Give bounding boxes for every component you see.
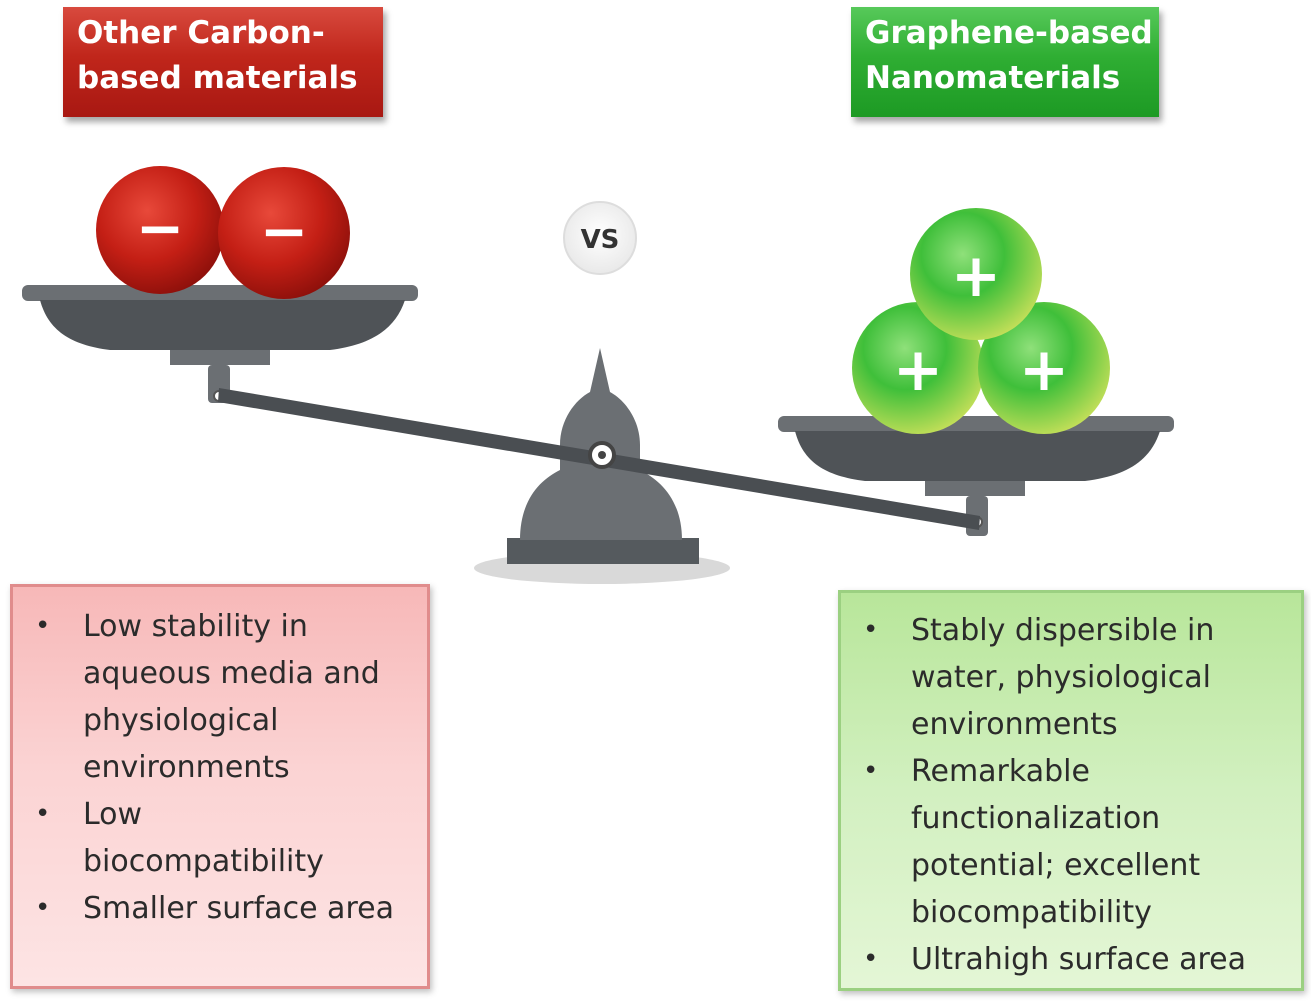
title-line: Nanomaterials <box>865 60 1121 96</box>
item-line: potential; excellent <box>911 848 1201 883</box>
positive-charge-ball: + <box>978 302 1110 434</box>
left-pan-bowl <box>40 300 405 350</box>
item-line: functionalization <box>911 801 1161 836</box>
item-line: environments <box>911 707 1118 742</box>
item-line: environments <box>83 750 290 785</box>
item-line: Smaller surface area <box>83 891 394 926</box>
left-pan-rim <box>22 285 418 301</box>
graphene-properties: • Stably dispersible in water, physiolog… <box>838 590 1304 991</box>
title-line: based materials <box>77 60 358 96</box>
item-line: Ultrahigh surface area <box>911 942 1247 977</box>
item-line: Low <box>83 797 143 832</box>
right-pan-bowl <box>795 431 1160 481</box>
bullet-icon: • <box>35 611 51 641</box>
svg-text:+: + <box>951 241 1001 311</box>
title-line: Other Carbon- <box>77 15 325 51</box>
item-line: water, physiological <box>911 660 1211 695</box>
negative-charge-ball: − <box>218 167 350 299</box>
item-line: biocompatibility <box>83 844 324 879</box>
item-line: physiological <box>83 703 279 738</box>
bullet-icon: • <box>35 893 51 923</box>
properties-list: • Stably dispersible in water, physiolog… <box>859 607 1293 983</box>
other-carbon-properties: • Low stability in aqueous media and phy… <box>10 584 430 989</box>
list-item: • Low biocompatibility <box>31 791 419 885</box>
item-line: Stably dispersible in <box>911 613 1215 648</box>
svg-text:+: + <box>893 335 943 405</box>
item-line: biocompatibility <box>911 895 1152 930</box>
scale-pivot-center <box>598 451 606 459</box>
item-line: aqueous media and <box>83 656 380 691</box>
item-line: Low stability in <box>83 609 308 644</box>
negative-charge-ball: − <box>96 166 224 294</box>
svg-text:+: + <box>1019 335 1069 405</box>
list-item: • Low stability in aqueous media and phy… <box>31 603 419 791</box>
properties-list: • Low stability in aqueous media and phy… <box>31 603 419 932</box>
other-carbon-title: Other Carbon- based materials <box>63 7 383 117</box>
list-item: • Stably dispersible in water, physiolog… <box>859 607 1293 748</box>
svg-text:−: − <box>136 194 185 262</box>
list-item: • Remarkable functionalization potential… <box>859 748 1293 936</box>
bullet-icon: • <box>35 799 51 829</box>
bullet-icon: • <box>863 756 879 786</box>
right-pan-rim <box>778 416 1174 432</box>
item-line: Remarkable <box>911 754 1090 789</box>
left-pan-foot <box>170 350 270 365</box>
bullet-icon: • <box>863 615 879 645</box>
graphene-title: Graphene-based Nanomaterials <box>851 7 1159 117</box>
title-line: Graphene-based <box>865 15 1153 51</box>
scale-base-plate <box>507 538 699 564</box>
bullet-icon: • <box>863 944 879 974</box>
svg-text:−: − <box>260 197 309 265</box>
vs-badge: VS <box>563 201 637 275</box>
right-pan-foot <box>925 481 1025 496</box>
list-item: • Smaller surface area <box>31 885 419 932</box>
vs-label: VS <box>581 225 620 255</box>
positive-charge-ball: + <box>910 208 1042 340</box>
list-item: • Ultrahigh surface area <box>859 936 1293 983</box>
